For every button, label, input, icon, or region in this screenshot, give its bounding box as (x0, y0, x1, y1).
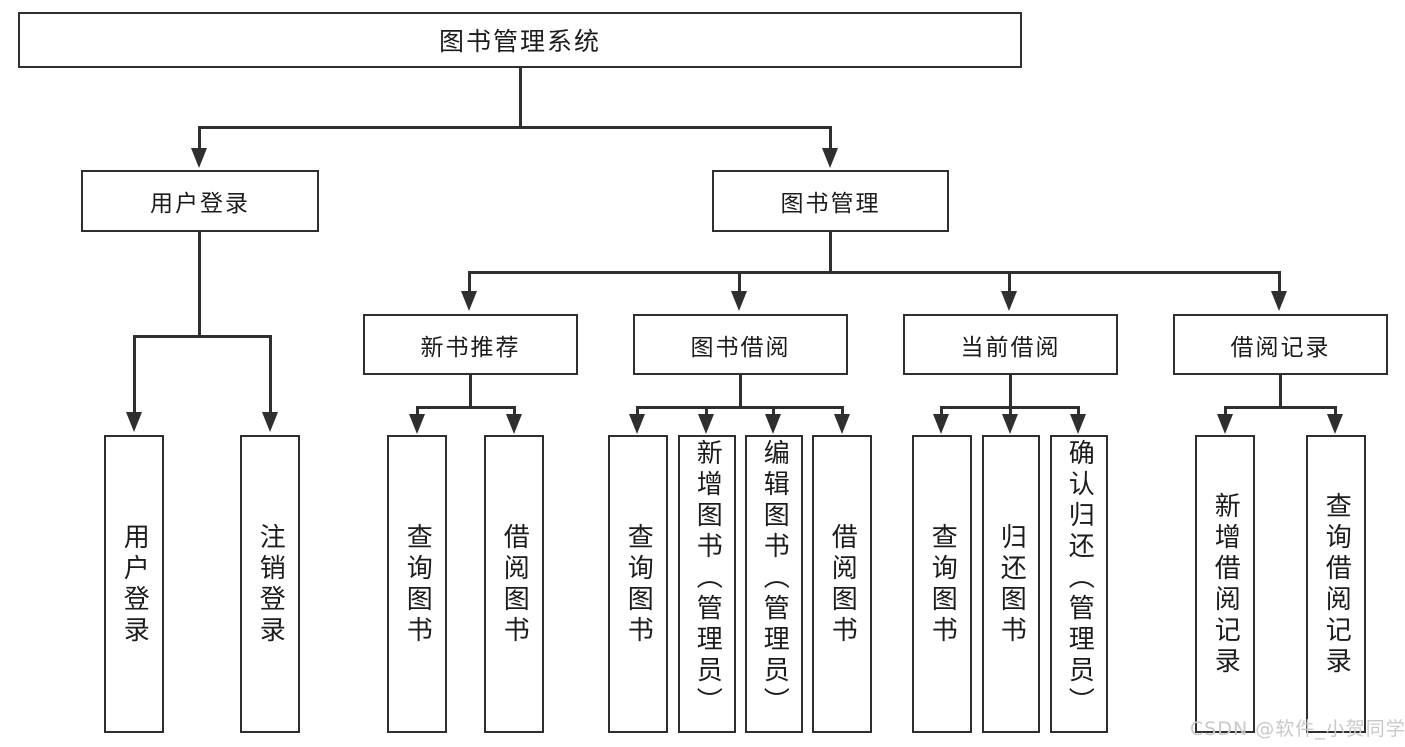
connector-current-borrow-drop-2 (1009, 406, 1012, 418)
arrowhead-nbr-leaf-2 (506, 414, 522, 434)
leaf-query-book-3[interactable]: 查询图书 (912, 435, 972, 733)
arrowhead-cb-leaf-2 (1002, 414, 1018, 434)
arrowhead-nbr-leaf-1 (409, 414, 425, 434)
arrowhead-user-login-leaf-2 (262, 412, 278, 432)
connector-book-borrow-drop-3 (772, 406, 775, 418)
connector-book-borrow-drop-1 (636, 406, 639, 418)
node-root-system[interactable]: 图书管理系统 (18, 12, 1022, 68)
node-current-borrow-label: 当前借阅 (960, 334, 1061, 361)
node-new-book-recommend-label: 新书推荐 (420, 334, 521, 361)
connector-book-manage-drop-4 (1278, 271, 1281, 293)
node-book-manage[interactable]: 图书管理 (712, 170, 949, 232)
connector-user-login-drop-2 (269, 335, 272, 415)
arrowhead-to-borrow-record (1271, 291, 1287, 311)
connector-root-stem (519, 68, 522, 128)
connector-current-borrow-drop-1 (940, 406, 943, 418)
node-user-login-label: 用户登录 (150, 191, 250, 217)
arrowhead-br-leaf-2 (1327, 414, 1343, 434)
connector-user-login-stem (198, 232, 201, 337)
connector-book-manage-stem (829, 232, 832, 273)
leaf-logout-login[interactable]: 注销登录 (240, 435, 300, 733)
leaf-borrow-book-1[interactable]: 借阅图书 (484, 435, 544, 733)
connector-book-manage-bus (468, 271, 1280, 274)
leaf-query-borrow-record-label: 查询借阅记录 (1321, 492, 1352, 678)
leaf-query-book-1[interactable]: 查询图书 (387, 435, 447, 733)
connector-book-borrow-bus (636, 406, 843, 409)
leaf-borrow-book-2-label: 借阅图书 (827, 523, 858, 647)
node-user-login[interactable]: 用户登录 (81, 170, 319, 232)
leaf-add-book[interactable]: 新增图书（管理员） (678, 435, 736, 733)
leaf-confirm-return-label: 确认归还（管理员） (1064, 439, 1095, 718)
connector-root-to-book-manage (829, 126, 832, 151)
arrowhead-to-new-book-recommend (461, 291, 477, 311)
connector-borrow-record-stem (1279, 375, 1282, 408)
connector-new-book-recommend-stem (469, 375, 472, 408)
node-root-system-label: 图书管理系统 (438, 27, 601, 56)
leaf-borrow-book-1-label: 借阅图书 (499, 523, 530, 647)
node-book-borrow-label: 图书借阅 (690, 334, 791, 361)
leaf-add-borrow-record[interactable]: 新增借阅记录 (1195, 435, 1255, 733)
connector-current-borrow-drop-3 (1077, 406, 1080, 418)
connector-book-manage-drop-2 (738, 271, 741, 293)
arrowhead-bb-leaf-1 (629, 414, 645, 434)
arrowhead-br-leaf-1 (1217, 414, 1233, 434)
leaf-add-book-label: 新增图书（管理员） (692, 439, 723, 718)
node-book-manage-label: 图书管理 (780, 191, 881, 217)
connector-root-bus (198, 126, 832, 129)
leaf-edit-book[interactable]: 编辑图书（管理员） (745, 435, 803, 733)
arrowhead-to-book-borrow (731, 291, 747, 311)
connector-book-borrow-drop-4 (841, 406, 844, 418)
connector-book-manage-drop-3 (1008, 271, 1011, 293)
leaf-query-book-2-label: 查询图书 (623, 523, 654, 647)
leaf-query-book-3-label: 查询图书 (927, 523, 958, 647)
connector-book-borrow-drop-2 (705, 406, 708, 418)
arrowhead-bb-leaf-4 (834, 414, 850, 434)
leaf-query-book-2[interactable]: 查询图书 (608, 435, 668, 733)
arrowhead-root-to-book-manage (822, 148, 838, 168)
connector-current-borrow-stem (1009, 375, 1012, 408)
connector-root-to-user-login (198, 126, 201, 151)
leaf-user-login-label: 用户登录 (119, 523, 150, 647)
arrowhead-root-to-user-login (191, 148, 207, 168)
arrowhead-user-login-leaf-1 (126, 412, 142, 432)
leaf-borrow-book-2[interactable]: 借阅图书 (812, 435, 872, 733)
leaf-query-book-1-label: 查询图书 (402, 523, 433, 647)
connector-new-book-recommend-drop-2 (513, 406, 516, 418)
leaf-return-book-label: 归还图书 (996, 523, 1027, 647)
connector-book-borrow-stem (739, 375, 742, 408)
node-book-borrow[interactable]: 图书借阅 (633, 314, 848, 375)
connector-borrow-record-bus (1224, 406, 1336, 409)
leaf-logout-login-label: 注销登录 (255, 523, 286, 647)
arrowhead-bb-leaf-3 (765, 414, 781, 434)
node-borrow-record-label: 借阅记录 (1230, 334, 1331, 361)
connector-new-book-recommend-bus (416, 406, 514, 409)
leaf-edit-book-label: 编辑图书（管理员） (759, 439, 790, 718)
connector-book-manage-drop-1 (468, 271, 471, 293)
leaf-add-borrow-record-label: 新增借阅记录 (1210, 492, 1241, 678)
leaf-confirm-return[interactable]: 确认归还（管理员） (1050, 435, 1108, 733)
leaf-query-borrow-record[interactable]: 查询借阅记录 (1306, 435, 1366, 733)
connector-borrow-record-drop-1 (1224, 406, 1227, 418)
arrowhead-bb-leaf-2 (698, 414, 714, 434)
arrowhead-cb-leaf-1 (933, 414, 949, 434)
leaf-user-login[interactable]: 用户登录 (104, 435, 164, 733)
node-new-book-recommend[interactable]: 新书推荐 (363, 314, 578, 375)
leaf-return-book[interactable]: 归还图书 (982, 435, 1040, 733)
arrowhead-to-current-borrow (1001, 291, 1017, 311)
connector-user-login-drop-1 (133, 335, 136, 415)
node-current-borrow[interactable]: 当前借阅 (903, 314, 1118, 375)
arrowhead-cb-leaf-3 (1070, 414, 1086, 434)
connector-user-login-bus (133, 335, 269, 338)
node-borrow-record[interactable]: 借阅记录 (1173, 314, 1388, 375)
connector-borrow-record-drop-2 (1334, 406, 1337, 418)
connector-new-book-recommend-drop-1 (416, 406, 419, 418)
